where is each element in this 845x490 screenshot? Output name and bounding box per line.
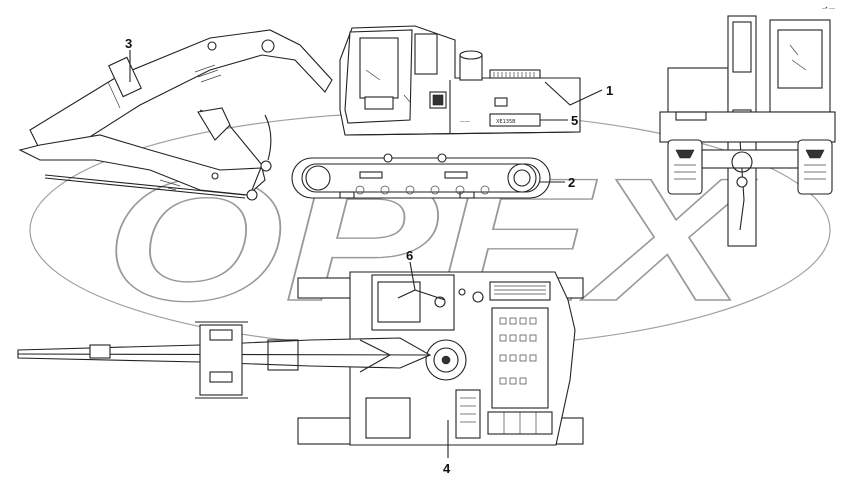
top-engine-panel <box>491 307 549 409</box>
cab <box>344 29 413 124</box>
front-track-left <box>667 139 703 195</box>
drive-sprocket <box>507 163 537 193</box>
callout-3-label: 3 <box>125 36 132 51</box>
callout-2-label: 2 <box>568 175 575 190</box>
front-view-excavator <box>659 15 836 247</box>
callout-3: 3 <box>125 36 132 82</box>
front-track-right <box>797 139 833 195</box>
idler-wheel <box>305 165 331 191</box>
top-cab <box>377 281 421 323</box>
side-view-excavator: XE135B —— <box>18 25 581 201</box>
callout-6-label: 6 <box>406 248 413 263</box>
track-decal <box>359 171 383 179</box>
callout-4: 4 <box>443 420 451 476</box>
side-view-track <box>291 153 551 199</box>
callout-2: 2 <box>540 175 575 190</box>
corner-mark: –• --- <box>822 6 835 12</box>
model-text-side: XE135B <box>496 119 516 125</box>
callout-1-label: 1 <box>606 83 613 98</box>
top-view-excavator <box>17 271 584 446</box>
callout-5: 5 <box>540 113 578 128</box>
callout-5-label: 5 <box>571 113 578 128</box>
callout-1: 1 <box>544 81 613 106</box>
callout-6: 6 <box>397 248 446 301</box>
brand-mark-side: —— <box>460 119 470 125</box>
decal-strip-1 <box>489 69 541 79</box>
boom <box>29 29 333 151</box>
arm <box>18 134 266 196</box>
callout-4-label: 4 <box>443 461 451 476</box>
